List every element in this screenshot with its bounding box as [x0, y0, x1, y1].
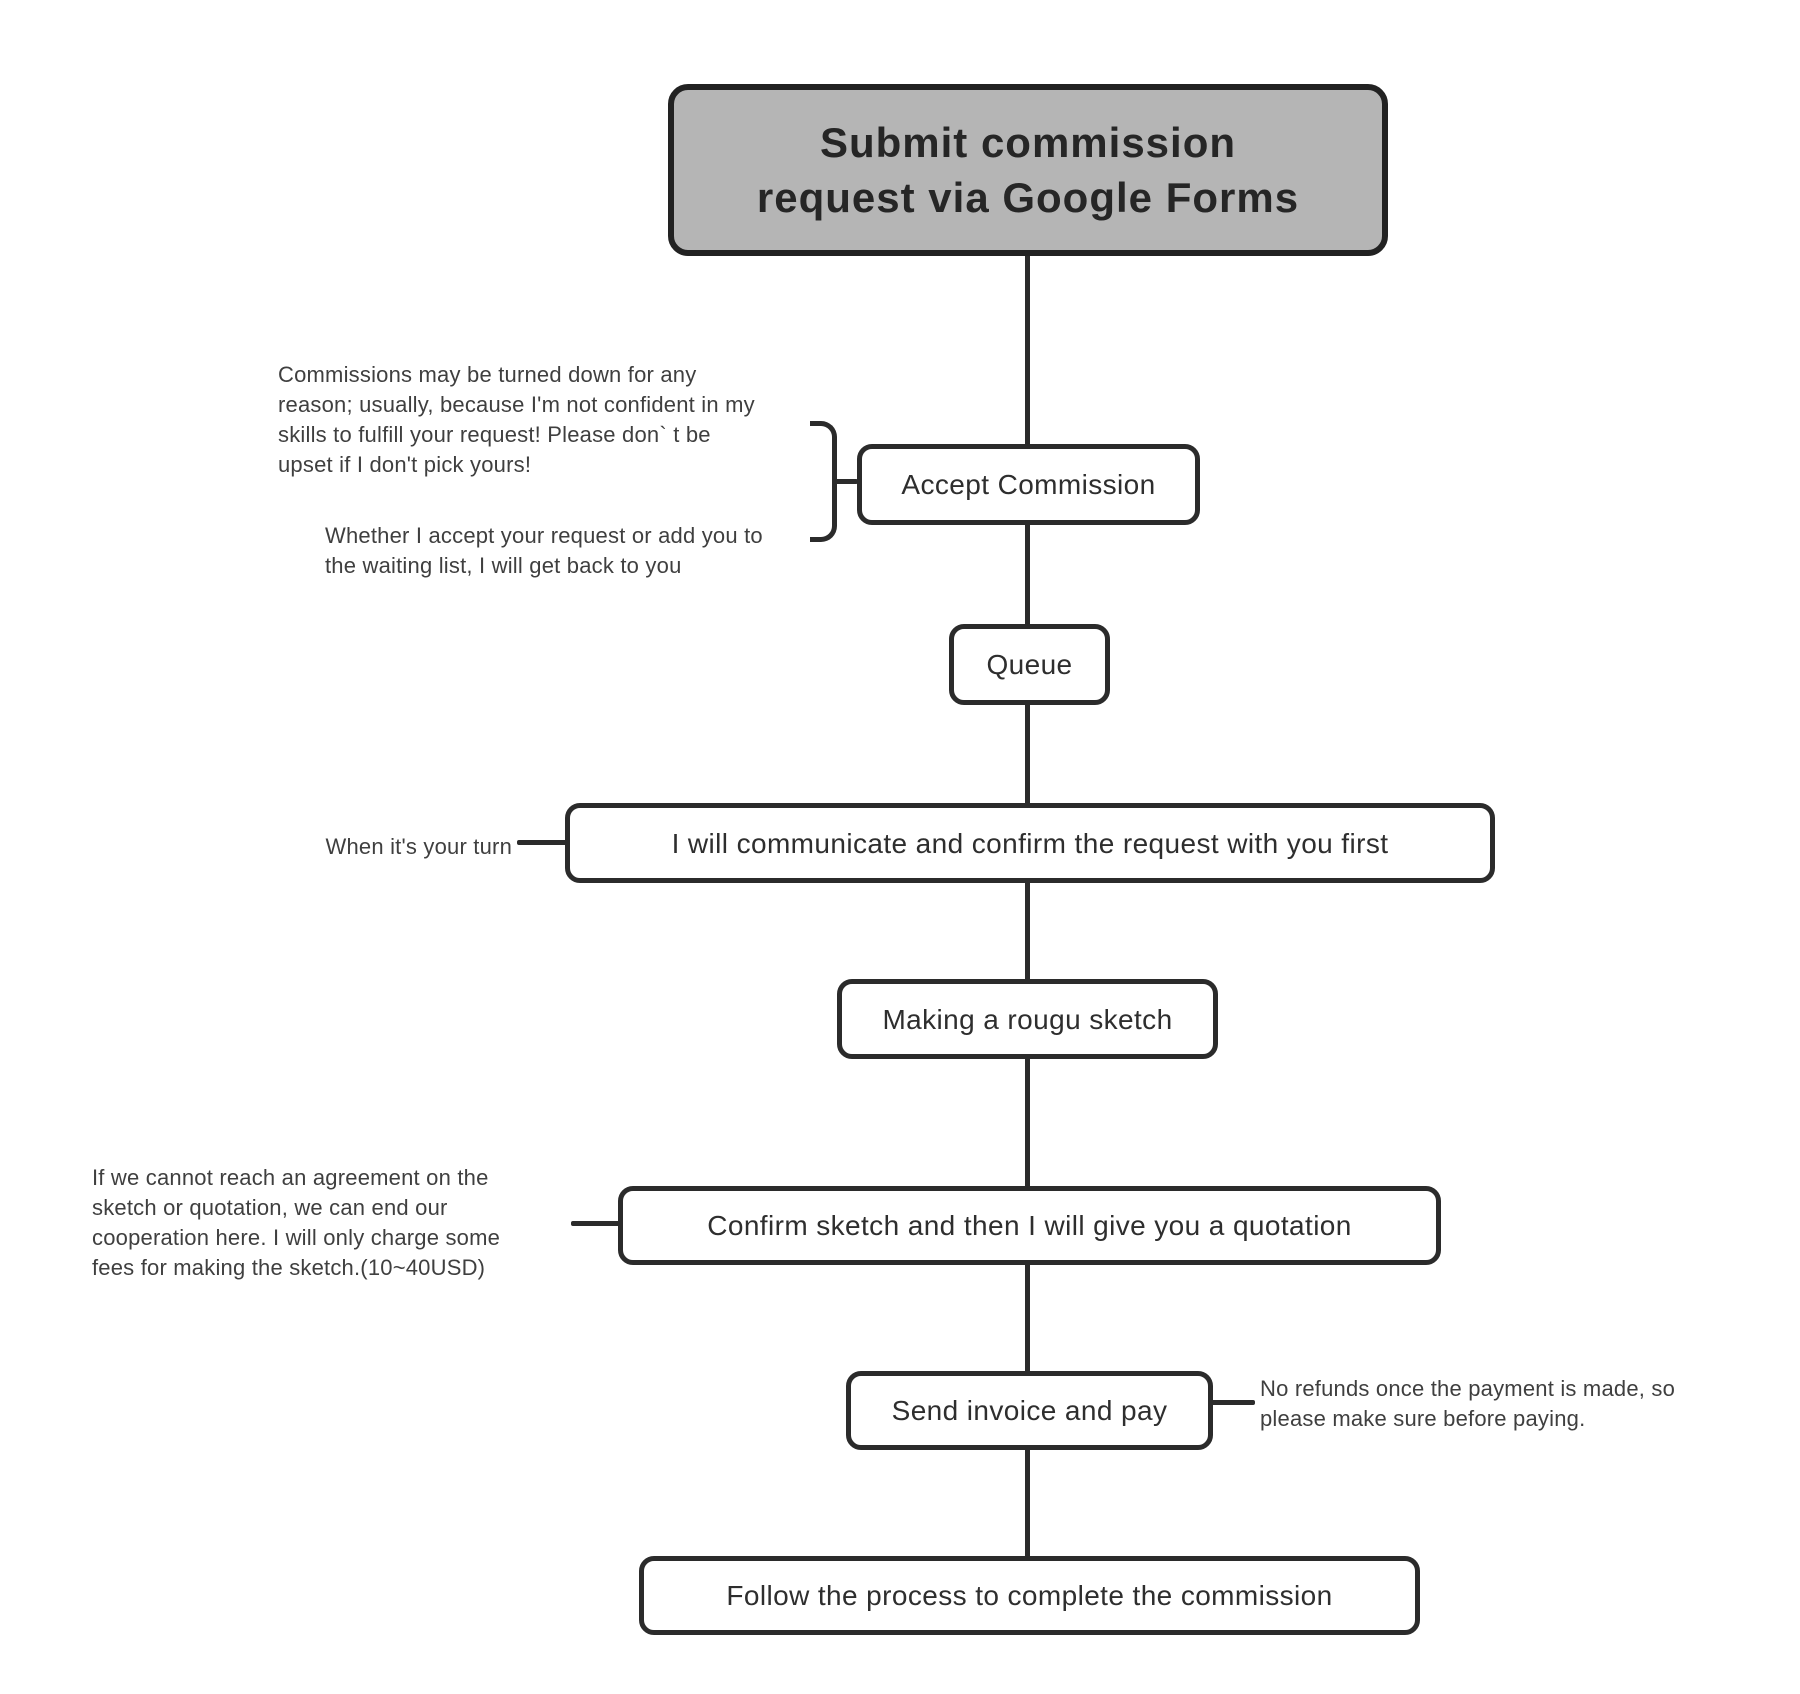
- agreement-note-line: [571, 1221, 620, 1226]
- turn-note-line: [517, 840, 567, 845]
- node-send-invoice-pay: Send invoice and pay: [846, 1371, 1213, 1450]
- annotation-get-back-to-you: Whether I accept your request or add you…: [325, 523, 763, 578]
- notes-bracket: [810, 421, 837, 542]
- node-making-rough-sketch: Making a rougu sketch: [837, 979, 1218, 1059]
- node-communicate-confirm-request: I will communicate and confirm the reque…: [565, 803, 1495, 883]
- node-submit-request-title: Submit commission request via Google For…: [668, 84, 1388, 256]
- annotation-commissions-turned-down: Commissions may be turned down for any r…: [278, 362, 755, 477]
- node-accept-commission: Accept Commission: [857, 444, 1200, 525]
- node-queue: Queue: [949, 624, 1110, 705]
- node-confirm-sketch-quotation: Confirm sketch and then I will give you …: [618, 1186, 1441, 1265]
- annotation-no-refunds: No refunds once the payment is made, so …: [1260, 1376, 1676, 1431]
- annotation-no-agreement-fees: If we cannot reach an agreement on the s…: [92, 1165, 501, 1280]
- main-flow-line: [1025, 250, 1030, 1565]
- annotation-when-your-turn: When it's your turn: [325, 834, 512, 859]
- bracket-to-accept-line: [835, 479, 858, 484]
- refund-note-line: [1211, 1400, 1255, 1405]
- node-follow-process-complete: Follow the process to complete the commi…: [639, 1556, 1420, 1635]
